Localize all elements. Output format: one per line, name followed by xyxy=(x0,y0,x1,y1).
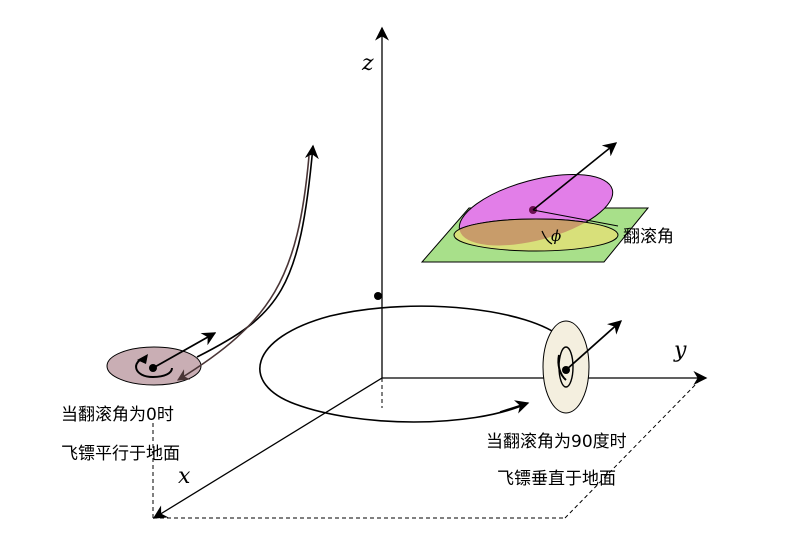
trajectory-down-curve xyxy=(176,155,310,381)
right-normal-arrow xyxy=(565,320,623,371)
roll-angle-arc xyxy=(541,230,553,245)
flight-path-arrow xyxy=(499,400,530,414)
y-axis-label: y xyxy=(673,338,687,363)
flight-path-ellipse xyxy=(259,305,563,423)
left-rotation-arrowhead xyxy=(137,354,148,364)
right-caption-line1: 当翻滚角为90度时 xyxy=(486,432,627,452)
left-caption-line1: 当翻滚角为0时 xyxy=(61,405,174,425)
z-axis-point xyxy=(374,292,382,300)
ground-box-dashed xyxy=(152,378,701,519)
trajectory-up-curve xyxy=(196,144,319,358)
roll-angle-label: 翻滚角 xyxy=(623,227,674,247)
right-rotation-arc xyxy=(557,354,567,381)
left-normal-arrow xyxy=(152,332,217,369)
left-caption-line2: 飞镖平行于地面 xyxy=(61,444,180,464)
roll-normal-arrow xyxy=(532,142,618,211)
z-axis-label: z xyxy=(361,51,374,76)
roll-ref-line xyxy=(532,209,619,227)
right-caption-line2: 飞镖垂直于地面 xyxy=(497,469,616,489)
x-axis-label: x xyxy=(178,464,191,489)
phi-symbol: ϕ xyxy=(551,227,561,245)
left-rotation-arc xyxy=(135,356,173,379)
x-axis xyxy=(152,377,383,519)
